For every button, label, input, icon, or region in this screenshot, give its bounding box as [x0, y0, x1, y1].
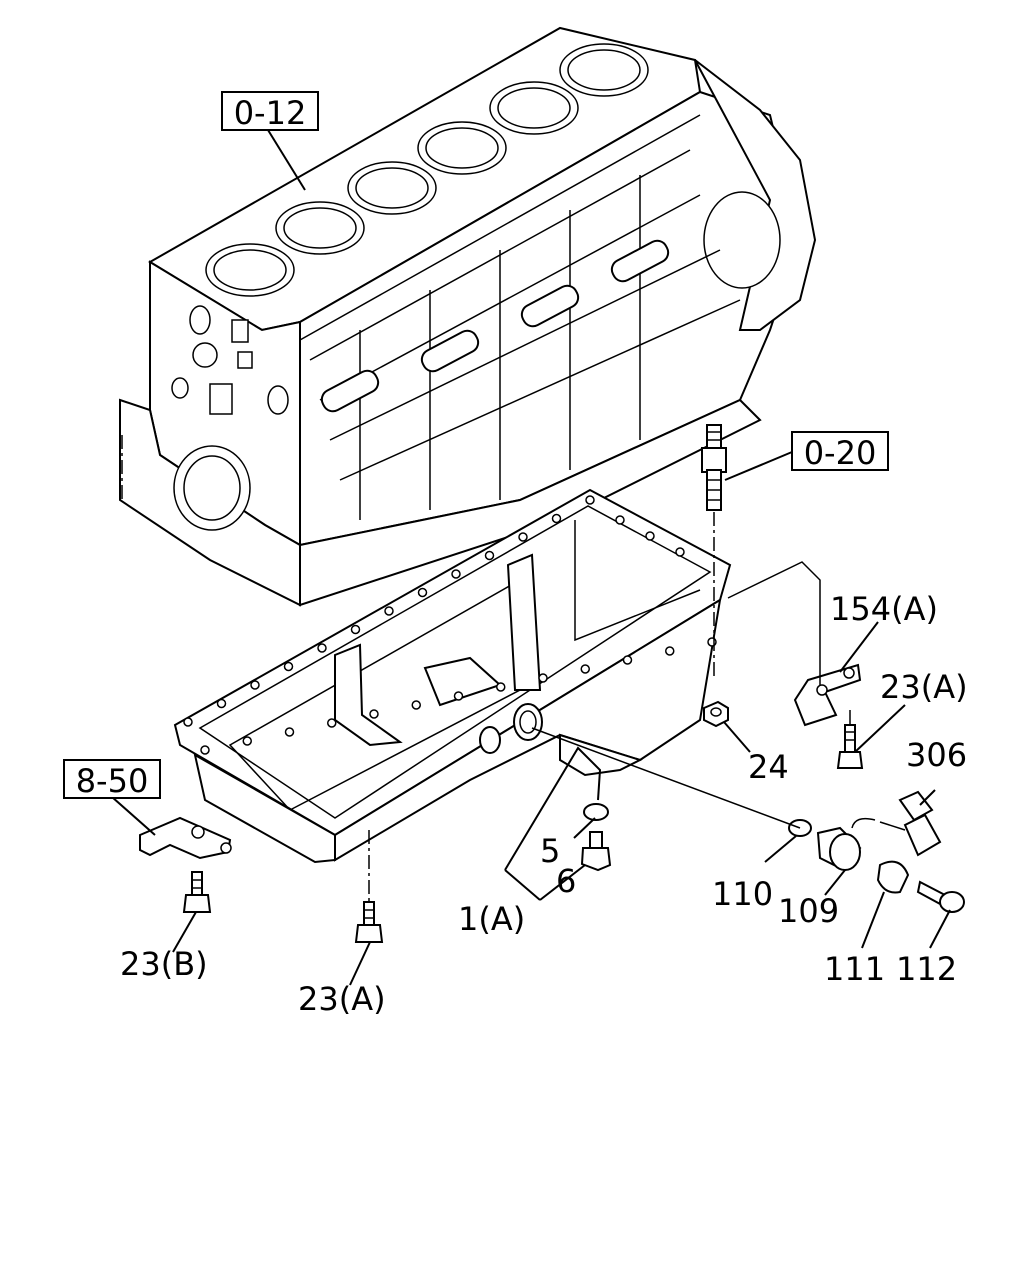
- flange-hole: [350, 624, 361, 635]
- nut-24: [703, 700, 729, 728]
- flange-hole: [317, 643, 327, 653]
- bolt-112: [916, 880, 965, 913]
- label-154a: 154(A): [830, 590, 938, 628]
- ref-0-20-text: 0-20: [804, 434, 877, 472]
- bolt-23a-lower: [354, 830, 384, 943]
- flange-hole: [538, 673, 548, 683]
- bracket-8-50: [139, 816, 232, 860]
- label-1a: 1(A): [458, 900, 525, 938]
- flange-hole: [200, 745, 210, 755]
- connector-306: [879, 790, 942, 857]
- flange-hole: [384, 606, 394, 616]
- flange-hole: [585, 495, 595, 505]
- label-24: 24: [748, 748, 789, 786]
- flange-hole: [675, 547, 685, 557]
- leader-lines: [111, 129, 951, 986]
- o-ring-5: [583, 803, 609, 821]
- flange-hole: [580, 664, 590, 674]
- label-6: 6: [556, 862, 576, 900]
- flange-hole: [451, 569, 461, 579]
- ref-box-0-12: 0-12: [221, 91, 319, 132]
- flange-hole: [518, 532, 528, 542]
- oil-pan: [173, 488, 732, 864]
- flange-hole: [327, 718, 337, 728]
- stud: [701, 424, 727, 680]
- flange-hole: [183, 717, 193, 727]
- plug-6: [580, 831, 612, 872]
- ref-box-8-50: 8-50: [63, 759, 161, 800]
- label-23a-lower: 23(A): [298, 980, 386, 1018]
- flange-hole: [496, 682, 506, 692]
- flange-hole: [242, 736, 252, 746]
- label-306: 306: [906, 736, 967, 774]
- flange-hole: [284, 727, 295, 737]
- sensor-109: [816, 817, 876, 871]
- flange-holes: [183, 495, 717, 755]
- label-109: 109: [778, 892, 839, 930]
- flange-hole: [283, 661, 294, 672]
- flange-hole: [411, 700, 421, 710]
- ref-box-0-20: 0-20: [791, 431, 889, 472]
- label-110: 110: [712, 875, 773, 913]
- flange-hole: [645, 531, 655, 541]
- flange-hole: [417, 587, 428, 598]
- flange-hole: [369, 709, 379, 719]
- ref-0-12-text: 0-12: [234, 94, 307, 132]
- label-5: 5: [540, 832, 560, 870]
- bolt-23a-upper: [836, 724, 864, 769]
- label-23a-upper: 23(A): [880, 668, 968, 706]
- flange-hole: [453, 691, 464, 701]
- flange-hole: [216, 698, 227, 709]
- bolt-23b: [182, 871, 212, 913]
- flange-hole: [665, 646, 675, 656]
- cylinder-block: [119, 26, 817, 607]
- clamp-111: [876, 860, 910, 894]
- flange-hole: [551, 513, 562, 524]
- ref-8-50-text: 8-50: [76, 762, 149, 800]
- flange-hole: [484, 550, 495, 561]
- flange-hole: [615, 515, 625, 525]
- label-111: 111: [824, 950, 885, 988]
- flange-hole: [707, 637, 717, 647]
- label-112: 112: [896, 950, 957, 988]
- flange-hole: [250, 680, 260, 690]
- label-23b: 23(B): [120, 945, 208, 983]
- flange-hole: [622, 655, 633, 665]
